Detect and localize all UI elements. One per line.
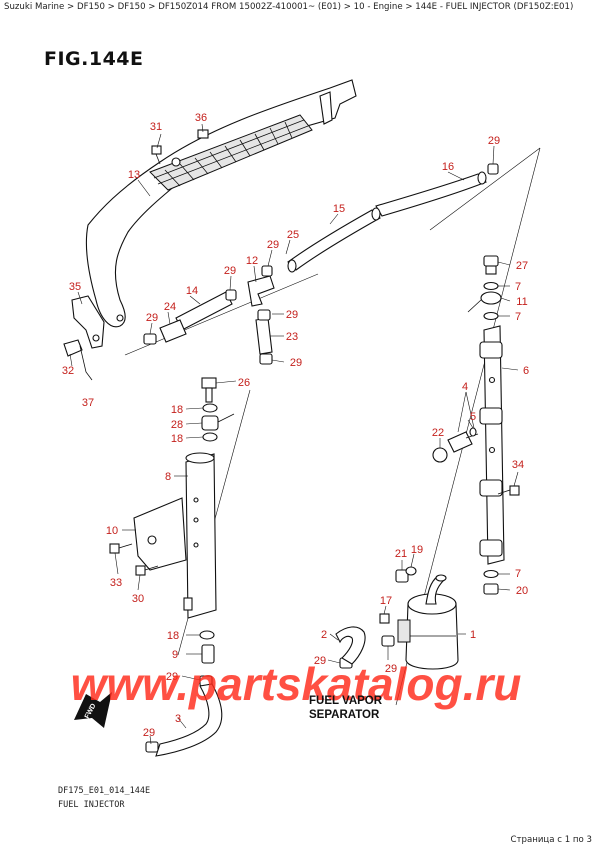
- callout-21[interactable]: 21: [395, 548, 407, 560]
- o-ring-part-5[interactable]: [469, 427, 477, 437]
- callout-35[interactable]: 35: [69, 281, 81, 293]
- callout-23[interactable]: 23: [286, 331, 298, 343]
- callout-24[interactable]: 24: [164, 301, 176, 313]
- connector-part-12[interactable]: [247, 275, 275, 307]
- callout-16[interactable]: 16: [442, 161, 454, 173]
- separator-label-line-2: SEPARATOR: [309, 709, 380, 721]
- callout-26[interactable]: 26: [238, 377, 250, 389]
- callout-29-j[interactable]: 29: [385, 663, 397, 675]
- washer-part-19[interactable]: [405, 566, 417, 576]
- bolt-part-31[interactable]: [151, 145, 162, 165]
- bolt-part-33[interactable]: [109, 543, 133, 554]
- callout-6[interactable]: 6: [523, 365, 529, 377]
- o-rings-part-7[interactable]: [483, 281, 499, 579]
- callout-29-f[interactable]: 29: [290, 357, 302, 369]
- fuel-pipe-part-15[interactable]: [287, 207, 381, 273]
- figure-caption: FUEL INJECTOR: [58, 800, 125, 810]
- callout-29-e[interactable]: 29: [286, 309, 298, 321]
- callout-29-c[interactable]: 29: [224, 265, 236, 277]
- callout-32[interactable]: 32: [62, 365, 74, 377]
- callout-20[interactable]: 20: [516, 585, 528, 597]
- callout-29-d[interactable]: 29: [146, 312, 158, 324]
- fwd-arrow-icon: FWD: [74, 692, 112, 728]
- breadcrumb[interactable]: Suzuki Marine > DF150 > DF150 > DF150Z01…: [4, 2, 574, 12]
- page-info: Страница с 1 по 3: [510, 835, 592, 845]
- callout-27[interactable]: 27: [516, 260, 528, 272]
- bolt-part-34[interactable]: [497, 485, 520, 496]
- hose-part-24[interactable]: [159, 319, 187, 343]
- drawing-code: DF175_E01_014_144E: [58, 786, 151, 796]
- callout-numbers: 31 36 13 35 32 37 16 29 15 25 29 12 29 1…: [62, 112, 529, 739]
- separator-label-line-1: FUEL VAPOR: [309, 695, 383, 707]
- cushion-part-22[interactable]: [432, 447, 448, 463]
- callout-7-c[interactable]: 7: [515, 568, 521, 580]
- bracket-part-10[interactable]: [133, 497, 187, 571]
- callout-7-a[interactable]: 7: [515, 281, 521, 293]
- callout-18-b[interactable]: 18: [171, 433, 183, 445]
- callout-28[interactable]: 28: [171, 419, 183, 431]
- bracket-part-13[interactable]: [85, 79, 357, 328]
- callout-14[interactable]: 14: [186, 285, 198, 297]
- callout-1[interactable]: 1: [470, 629, 476, 641]
- hose-part-2[interactable]: [335, 626, 366, 665]
- callout-33[interactable]: 33: [110, 577, 122, 589]
- screw-part-17[interactable]: [379, 613, 390, 624]
- callout-18-a[interactable]: 18: [171, 404, 183, 416]
- clamp-part-32-37[interactable]: [63, 339, 93, 381]
- callout-15[interactable]: 15: [333, 203, 345, 215]
- callout-9[interactable]: 9: [172, 649, 178, 661]
- callout-29-b[interactable]: 29: [267, 239, 279, 251]
- hose-part-3[interactable]: [155, 683, 223, 757]
- callout-30[interactable]: 30: [132, 593, 144, 605]
- pipe-part-14[interactable]: [175, 291, 233, 331]
- callout-2[interactable]: 2: [321, 629, 327, 641]
- fuel-pipe-part-16[interactable]: [375, 171, 487, 217]
- callout-31[interactable]: 31: [150, 121, 162, 133]
- fuel-delivery-pipe-part-6[interactable]: [479, 325, 505, 565]
- callout-5[interactable]: 5: [470, 411, 476, 423]
- bolt-part-30[interactable]: [135, 565, 159, 576]
- spacer-part-28[interactable]: [201, 413, 235, 431]
- callout-7-b[interactable]: 7: [515, 311, 521, 323]
- callout-29-h[interactable]: 29: [143, 727, 155, 739]
- callout-4[interactable]: 4: [462, 381, 468, 393]
- callout-34[interactable]: 34: [512, 459, 524, 471]
- callout-12[interactable]: 12: [246, 255, 258, 267]
- fuel-rail-part-8[interactable]: [183, 452, 217, 619]
- callout-8[interactable]: 8: [165, 471, 171, 483]
- callout-11[interactable]: 11: [516, 296, 527, 308]
- bolt-part-27[interactable]: [483, 255, 499, 275]
- callout-29-top[interactable]: 29: [488, 135, 500, 147]
- callout-25[interactable]: 25: [287, 229, 299, 241]
- callout-3[interactable]: 3: [175, 713, 181, 725]
- union-part-11[interactable]: [467, 291, 502, 313]
- callout-17[interactable]: 17: [380, 595, 392, 607]
- bolt-part-26[interactable]: [201, 377, 217, 403]
- callout-37[interactable]: 37: [82, 397, 94, 409]
- callout-29-g[interactable]: 29: [166, 671, 178, 683]
- callout-19[interactable]: 19: [411, 544, 423, 556]
- watermark: www.partskatalog.ru: [71, 658, 522, 710]
- fuel-vapor-separator-label: FUEL VAPOR SEPARATOR: [309, 694, 382, 722]
- callout-29-i[interactable]: 29: [314, 655, 326, 667]
- callout-10[interactable]: 10: [106, 525, 118, 537]
- hose-part-23[interactable]: [255, 317, 273, 355]
- callout-22[interactable]: 22: [432, 427, 444, 439]
- guide-lines: [124, 147, 541, 706]
- callout-18-c[interactable]: 18: [167, 630, 179, 642]
- fuel-vapor-separator-part-1[interactable]: [397, 574, 459, 670]
- callout-36[interactable]: 36: [195, 112, 207, 124]
- plug-part-20[interactable]: [483, 583, 499, 595]
- figure-title: FIG.144E: [44, 48, 144, 70]
- callout-leaders: [69, 123, 519, 745]
- callout-13[interactable]: 13: [128, 169, 140, 181]
- bracket-part-35[interactable]: [71, 295, 105, 349]
